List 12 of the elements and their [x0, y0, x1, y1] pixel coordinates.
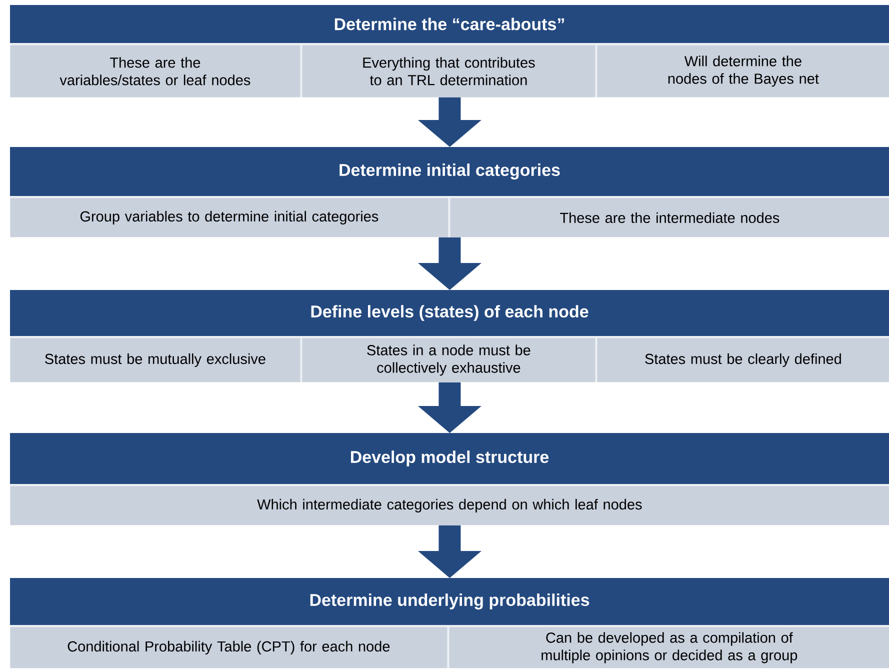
table-cell: These are the variables/states or leaf nodes: [10, 45, 300, 98]
table-cell: These are the intermediate nodes: [450, 198, 889, 238]
table-cell: Will determine the nodes of the Bayes net: [597, 45, 889, 98]
table-cell: States must be mutually exclusive: [10, 338, 300, 382]
table-cell: States in a node must be collectively exhaustive: [302, 338, 596, 382]
table-cell: States must be clearly defined: [597, 338, 889, 382]
table-cell: Everything that contributes to an TRL determination: [302, 45, 596, 98]
table-cell: Group variables to determine initial categories: [10, 198, 448, 238]
table-cell: Can be developed as a compilation of multiple opinions or decided as a group: [449, 627, 889, 668]
table-cell: Which intermediate categories depend on which leaf nodes: [10, 486, 889, 526]
header-band: Determine the “care-abouts”: [10, 4, 889, 43]
table-cell: Conditional Probability Table (CPT) for each node: [10, 627, 448, 668]
